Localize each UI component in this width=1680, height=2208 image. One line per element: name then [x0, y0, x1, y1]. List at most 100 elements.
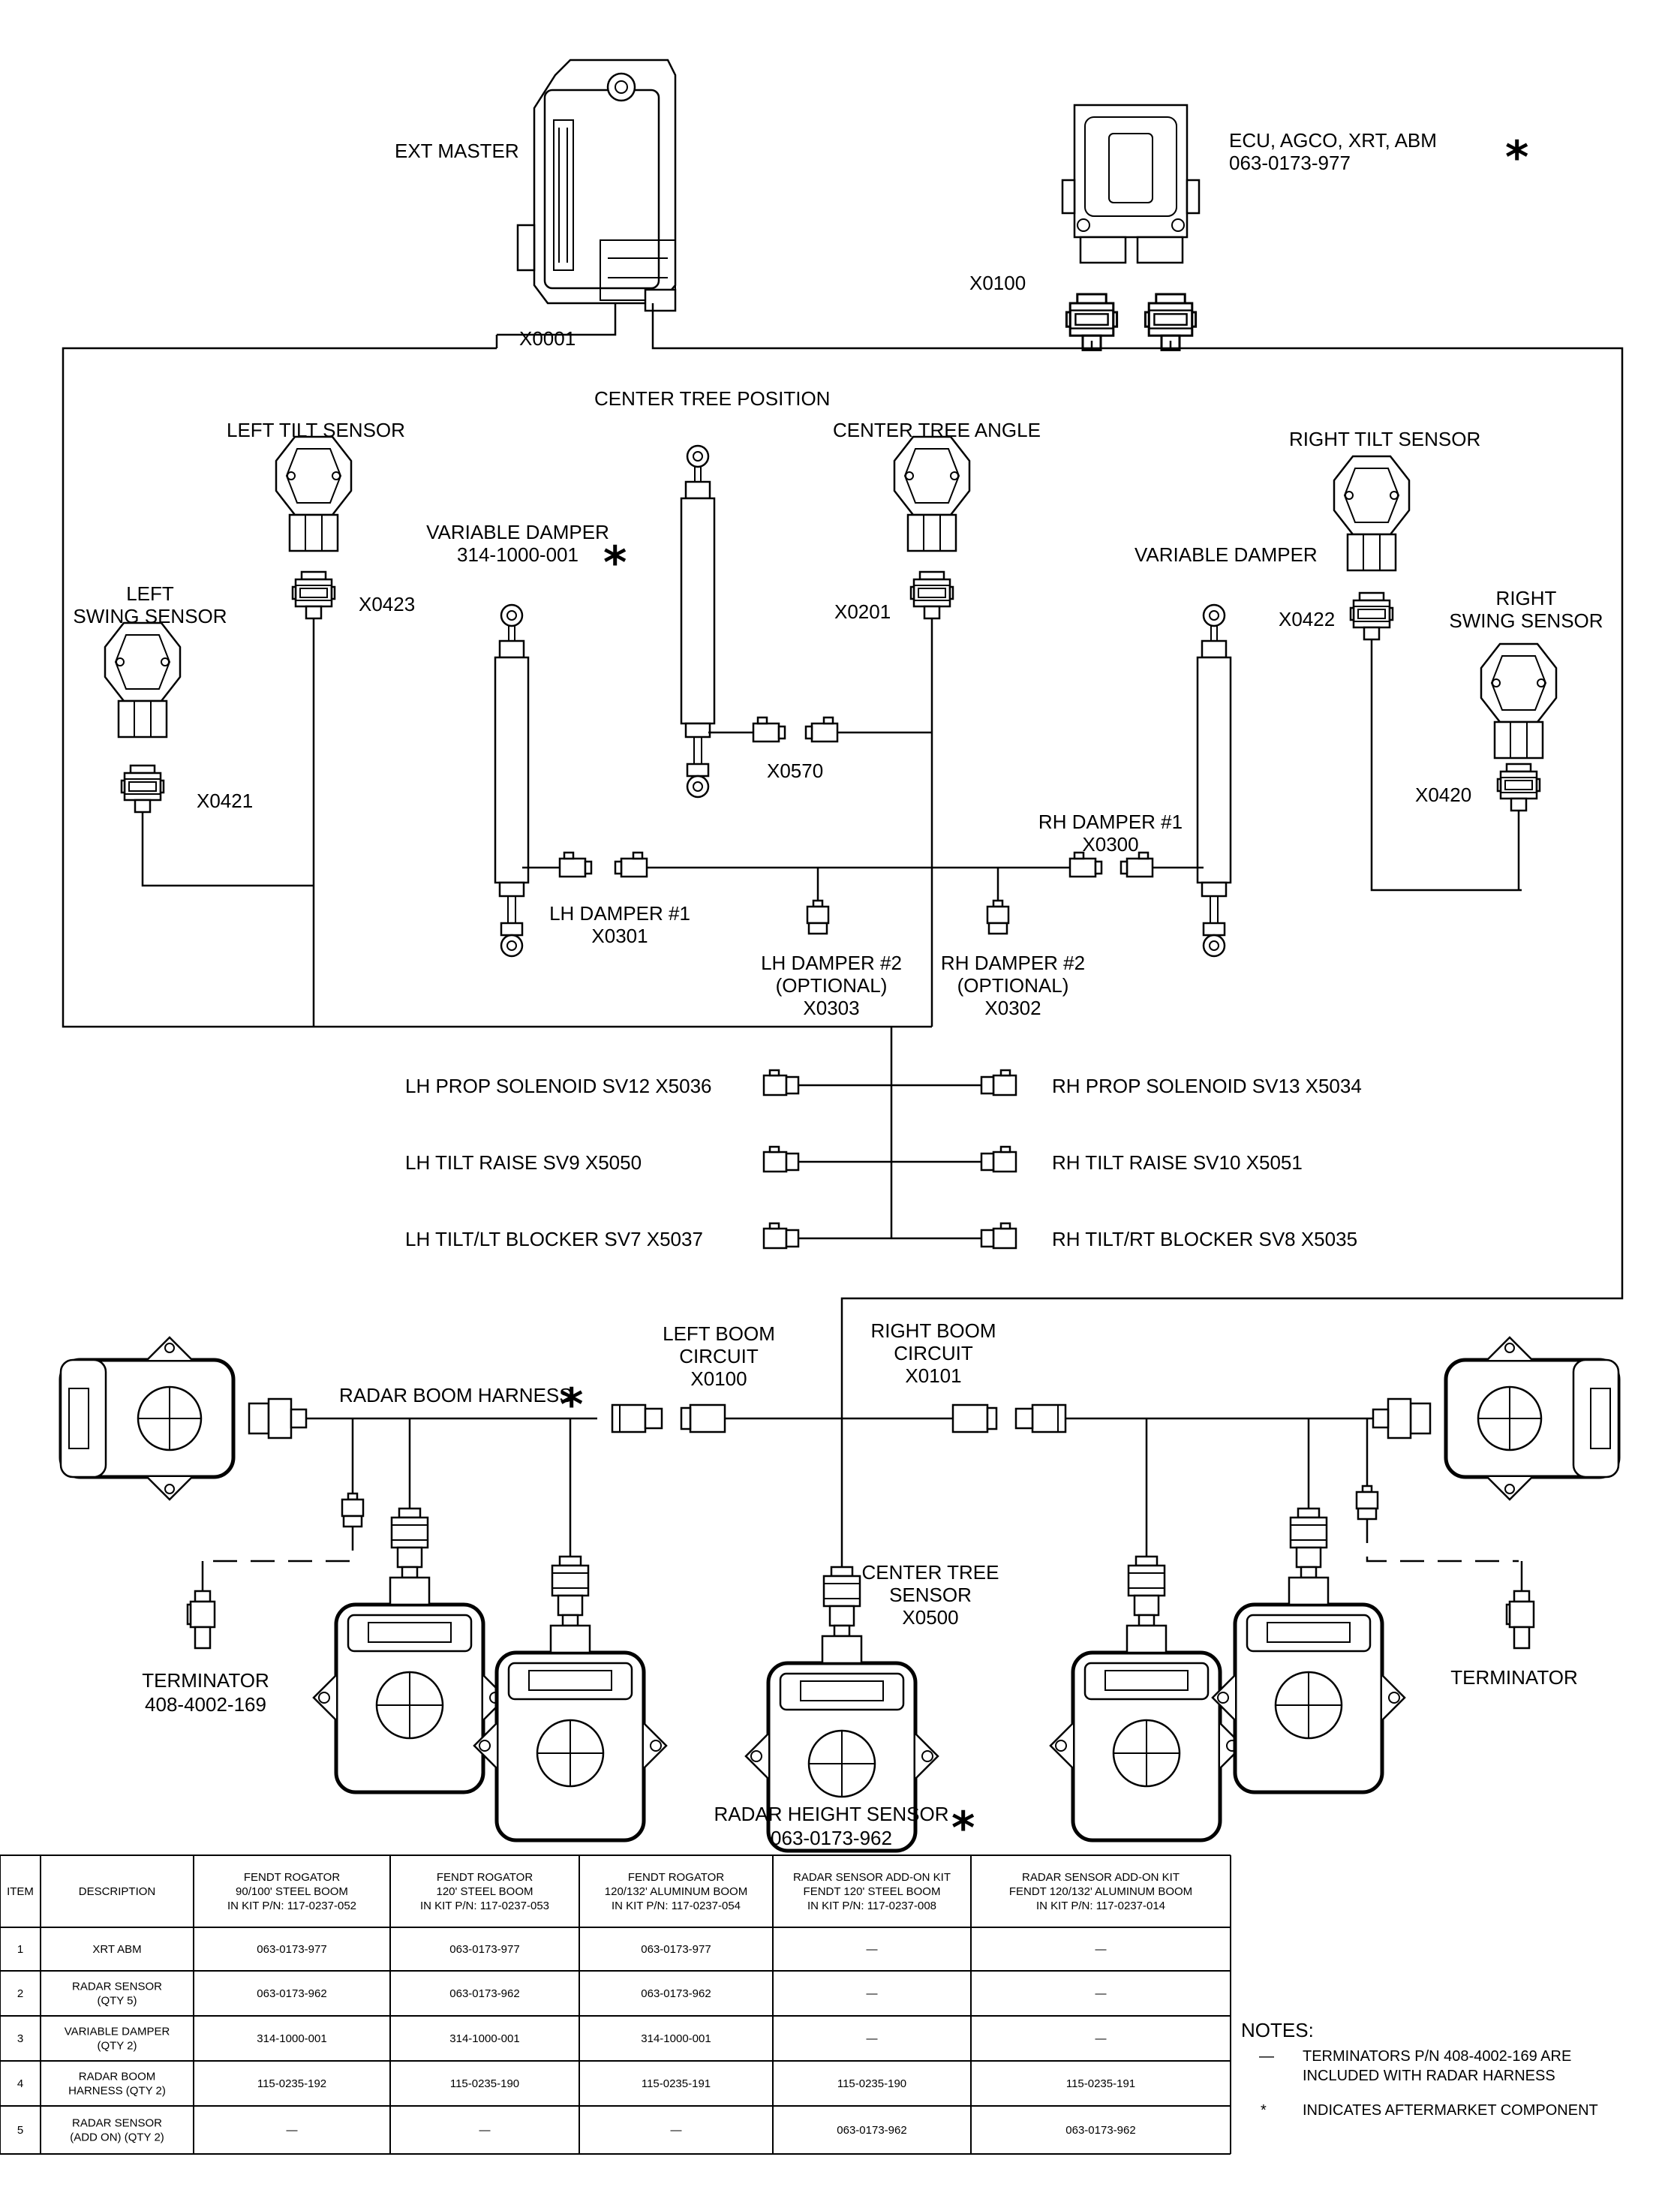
center-tree-sensor-label-3: X0500 [902, 1606, 958, 1629]
table-part-number-cell: 063-0173-977 [257, 1943, 326, 1956]
lh-damper1-label-2: X0301 [591, 925, 648, 947]
right-swing-label-1: RIGHT [1496, 587, 1557, 609]
table-description-cell: (ADD ON) (QTY 2) [70, 2131, 164, 2144]
table-part-number-cell: 063-0173-962 [257, 1987, 326, 2000]
variable-damper-left-label-1: VARIABLE DAMPER [426, 521, 609, 543]
table-part-number-cell: — [1095, 2032, 1107, 2045]
terminator-right [1505, 1590, 1535, 1650]
table-item-cell: 4 [17, 2077, 23, 2090]
lh-tilt-raise-label: LH TILT RAISE SV9 X5050 [405, 1151, 642, 1174]
rh-damper2-label-3: X0302 [984, 997, 1041, 1019]
lh-damper2-label-2: (OPTIONAL) [776, 974, 888, 997]
left-swing-label-2: SWING SENSOR [73, 605, 227, 627]
terminator-left-label-2: 408-4002-169 [145, 1693, 266, 1716]
rh-damper2-label-2: (OPTIONAL) [957, 974, 1069, 997]
radar-sensor-left-end [61, 1337, 233, 1500]
right-boom-label-3: X0101 [905, 1364, 961, 1387]
radar-sensor-5 [1213, 1578, 1405, 1792]
connector-x0423 [291, 570, 336, 620]
table-header-cell: IN KIT P/N: 117-0237-014 [1036, 1900, 1165, 1912]
ext-master-label: EXT MASTER [395, 140, 519, 162]
table-part-number-cell: 314-1000-001 [257, 2032, 326, 2045]
table-header-cell: ITEM [7, 1885, 34, 1898]
lh-damper1-label-1: LH DAMPER #1 [549, 902, 690, 925]
rh-damper1-label-1: RH DAMPER #1 [1038, 811, 1183, 833]
note-1-mark: — [1259, 2048, 1274, 2065]
note-2-mark: * [1261, 2102, 1267, 2119]
right-boom-plug [1014, 1403, 1067, 1433]
table-description-cell: (QTY 5) [97, 1995, 137, 2008]
table-part-number-cell: 115-0235-191 [1066, 2077, 1135, 2090]
connector-x0570 [752, 716, 839, 743]
right-swing-sensor [1480, 642, 1558, 760]
table-part-number-cell: 115-0235-192 [257, 2077, 326, 2090]
rh-damper1-label-2: X0300 [1082, 833, 1138, 856]
table-header-cell: IN KIT P/N: 117-0237-052 [227, 1900, 356, 1912]
x0423-label: X0423 [359, 593, 415, 615]
connector-x0420 [1496, 763, 1541, 812]
ecu-label-line1: ECU, AGCO, XRT, ABM [1229, 129, 1437, 152]
table-part-number-cell: — [867, 2032, 878, 2045]
table-description-cell: RADAR BOOM [79, 2071, 156, 2083]
lh-prop-solenoid-label: LH PROP SOLENOID SV12 X5036 [405, 1075, 712, 1097]
center-tree-position-cylinder [680, 444, 716, 799]
table-header-cell: RADAR SENSOR ADD-ON KIT [793, 1871, 951, 1884]
aftermarket-star-damper: * [603, 537, 627, 589]
center-tree-position-label: CENTER TREE POSITION [594, 387, 830, 410]
table-part-number-cell: — [1095, 1987, 1107, 2000]
note-2-line1: INDICATES AFTERMARKET COMPONENT [1303, 2102, 1598, 2119]
connector-x0100-left-boom [680, 1403, 726, 1433]
right-boom-label-1: RIGHT BOOM [870, 1319, 996, 1342]
connector-x0302 [986, 899, 1010, 935]
connector-x0422 [1349, 591, 1394, 641]
table-header-cell: IN KIT P/N: 117-0237-054 [612, 1900, 741, 1912]
lh-damper2-label-3: X0303 [803, 997, 859, 1019]
terminator-right-label: TERMINATOR [1450, 1666, 1577, 1689]
ecu-label-line2: 063-0173-977 [1229, 152, 1351, 174]
x0100-top-label: X0100 [969, 272, 1026, 294]
rh-prop-solenoid-label: RH PROP SOLENOID SV13 X5034 [1052, 1075, 1362, 1097]
center-tree-sensor-label-1: CENTER TREE [862, 1561, 999, 1584]
table-header-cell: IN KIT P/N: 117-0237-053 [420, 1900, 549, 1912]
ext-master-controller [516, 59, 677, 312]
table-part-number-cell: — [287, 2124, 298, 2137]
lh-tilt-blocker-label: LH TILT/LT BLOCKER SV7 X5037 [405, 1228, 703, 1250]
table-header-cell: 120' STEEL BOOM [436, 1885, 533, 1898]
notes-title: NOTES: [1241, 2019, 1314, 2041]
x0201-label: X0201 [834, 600, 891, 623]
table-description-cell: XRT ABM [92, 1943, 141, 1956]
table-part-number-cell: 314-1000-001 [449, 2032, 519, 2045]
radar-sensor-right-end [1446, 1337, 1618, 1500]
left-swing-label-1: LEFT [126, 582, 174, 605]
table-part-number-cell: 115-0235-190 [837, 2077, 906, 2090]
rh-damper2-label-1: RH DAMPER #2 [941, 952, 1085, 974]
left-tilt-sensor [275, 435, 353, 552]
table-header-cell: FENDT ROGATOR [628, 1871, 725, 1884]
right-variable-damper [1196, 603, 1232, 958]
right-tilt-sensor [1333, 455, 1411, 572]
variable-damper-right-label: VARIABLE DAMPER [1135, 543, 1318, 566]
table-part-number-cell: 063-0173-977 [641, 1943, 711, 1956]
table-part-number-cell: — [867, 1987, 878, 2000]
left-tilt-sensor-label: LEFT TILT SENSOR [227, 419, 405, 441]
x0422-label: X0422 [1279, 608, 1335, 630]
table-header-cell: RADAR SENSOR ADD-ON KIT [1022, 1871, 1180, 1884]
variable-damper-left-label-2: 314-1000-001 [457, 543, 579, 566]
right-tilt-sensor-label: RIGHT TILT SENSOR [1289, 428, 1480, 450]
center-tree-angle-sensor [893, 435, 971, 552]
note-1-line1: TERMINATORS P/N 408-4002-169 ARE [1303, 2048, 1571, 2065]
connector-x0301 [558, 851, 648, 878]
rh-tilt-raise-label: RH TILT RAISE SV10 X5051 [1052, 1151, 1303, 1174]
right-boom-label-2: CIRCUIT [894, 1342, 973, 1364]
connector-x0201 [909, 570, 954, 620]
note-1-line2: INCLUDED WITH RADAR HARNESS [1303, 2068, 1555, 2084]
table-part-number-cell: — [479, 2124, 491, 2137]
terminator-left [186, 1590, 216, 1650]
notes: NOTES: — TERMINATORS P/N 408-4002-169 AR… [1241, 2019, 1598, 2119]
right-swing-label-2: SWING SENSOR [1449, 609, 1603, 632]
table-part-number-cell: 115-0235-190 [450, 2077, 519, 2090]
table-header-cell: IN KIT P/N: 117-0237-008 [807, 1900, 936, 1912]
connector-x0303 [806, 899, 830, 935]
